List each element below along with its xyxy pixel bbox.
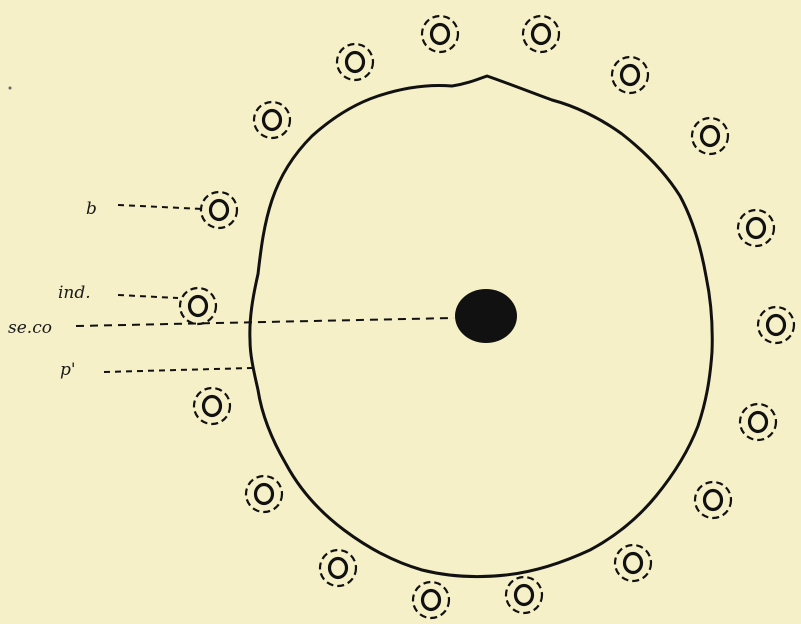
label-se-co: se.co bbox=[8, 318, 52, 338]
label-p: p' bbox=[60, 360, 76, 380]
label-b: b bbox=[86, 199, 97, 219]
label-ind: ind. bbox=[58, 283, 91, 303]
central-dot bbox=[455, 289, 517, 343]
stray-mark bbox=[9, 87, 12, 90]
